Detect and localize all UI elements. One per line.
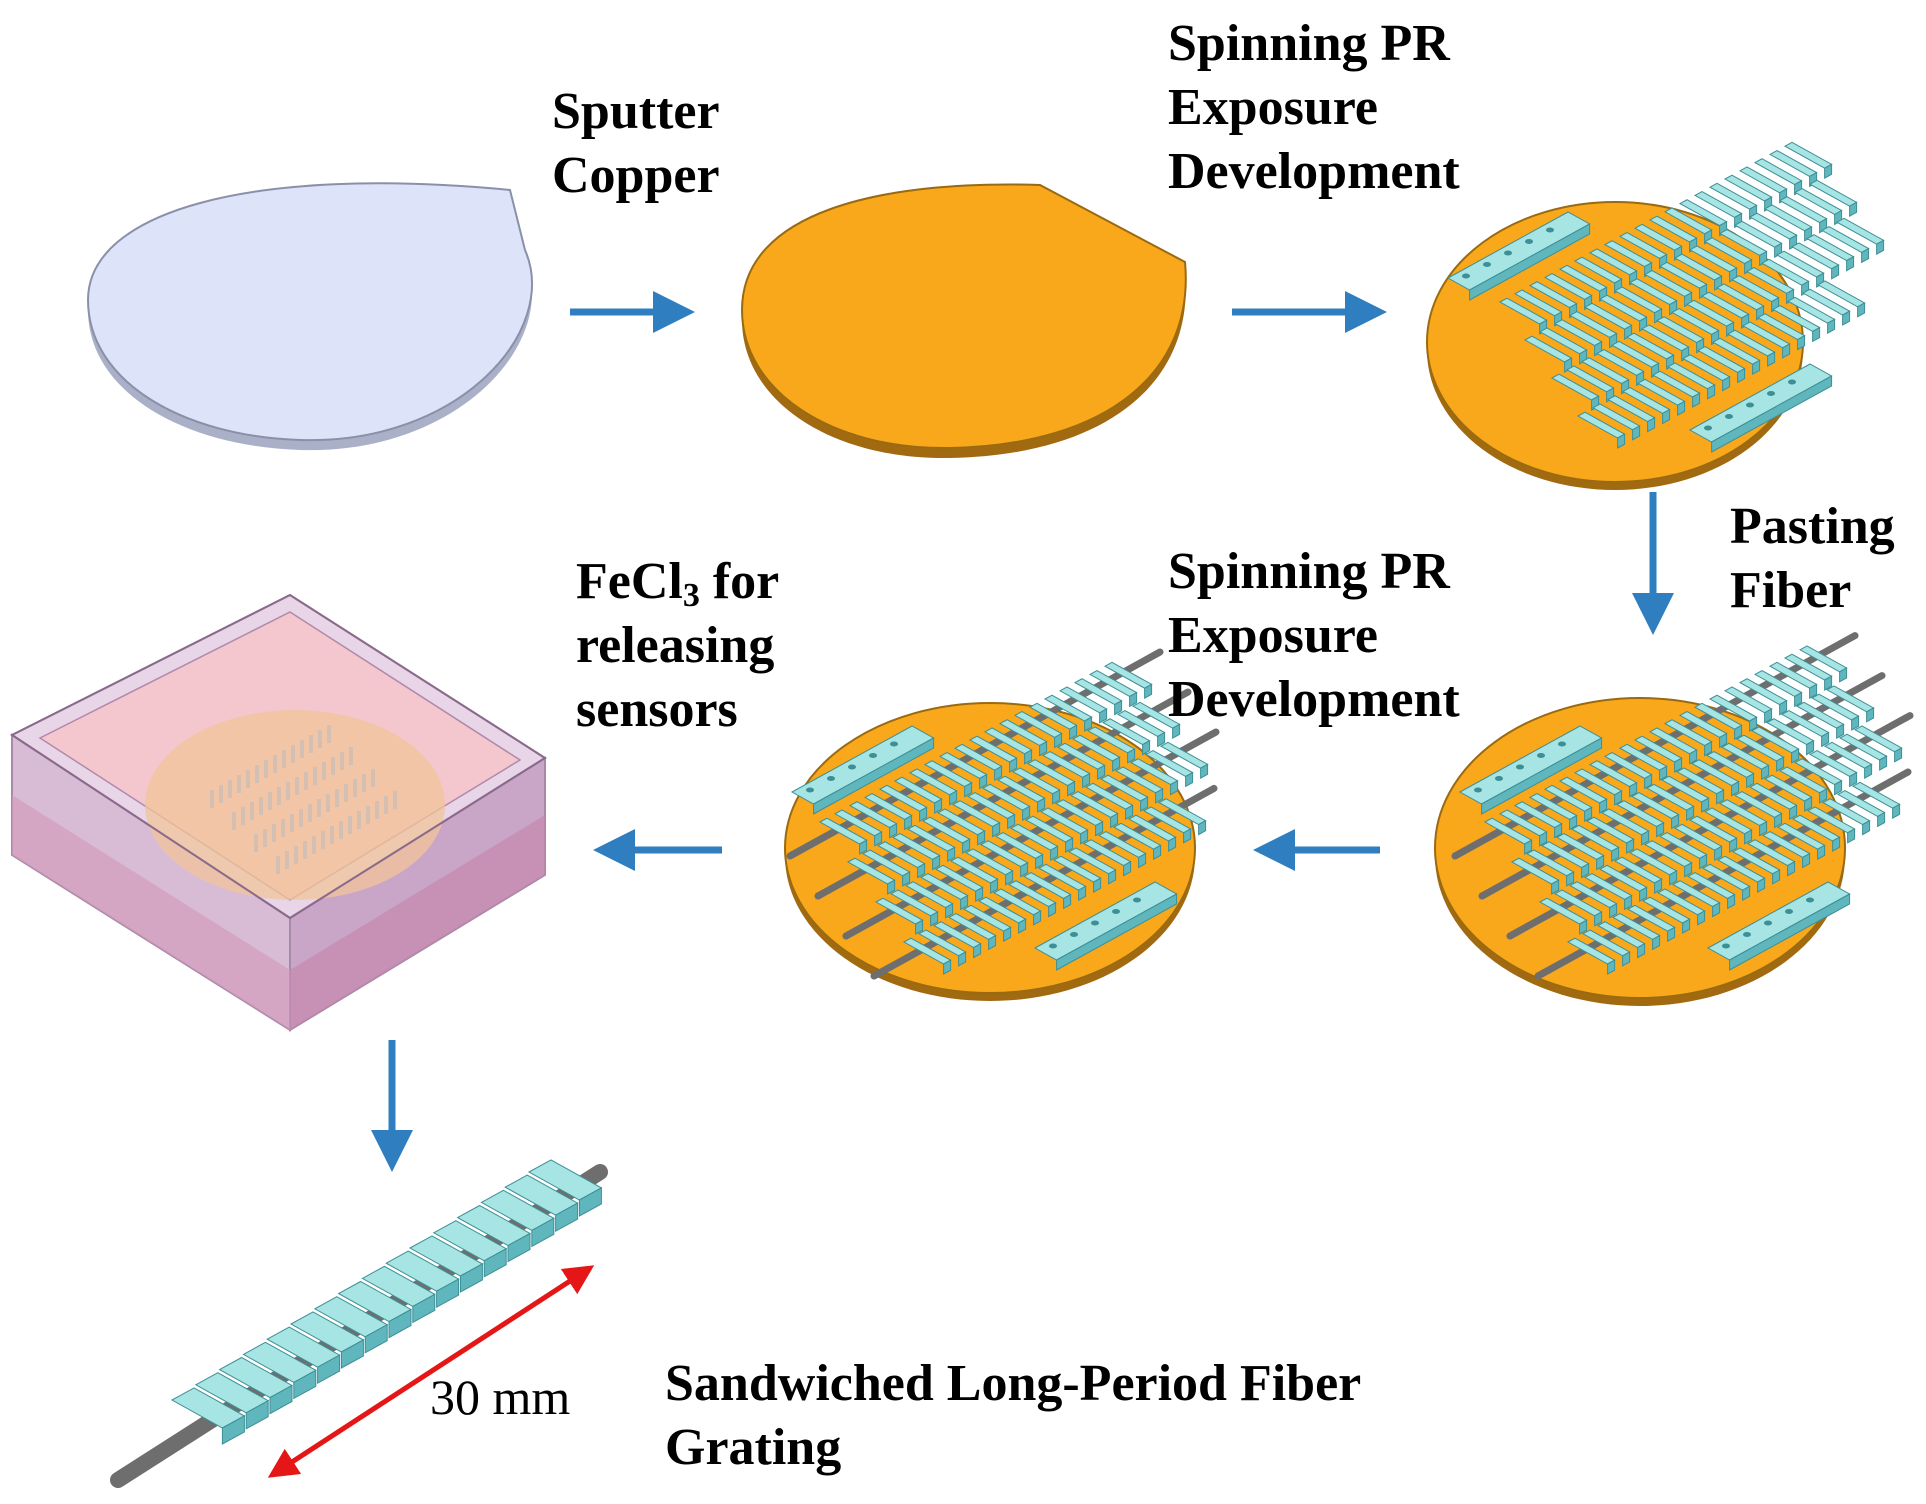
sandwiched-grating-row xyxy=(870,784,1218,980)
fiber-grating-row xyxy=(1451,632,1859,860)
resist-pad xyxy=(1458,725,1603,815)
fiber-pasted-wafer xyxy=(1434,632,1914,1006)
resist-pad xyxy=(790,725,935,815)
label-final-device: Sandwiched Long-Period Fiber Grating xyxy=(665,1355,1362,1476)
fiber-grating-row xyxy=(1478,672,1886,900)
grating-block xyxy=(170,1387,246,1445)
fiber-grating-row xyxy=(1534,768,1912,980)
sandwiched-photoresist-wafer xyxy=(784,648,1220,1001)
label-second-lithography: Spinning PR Exposure Development xyxy=(1168,543,1460,728)
label-pasting-fiber: Pasting Fiber xyxy=(1730,498,1895,619)
copper-coated-wafer xyxy=(740,183,1187,459)
patterned-photoresist-wafer xyxy=(1426,141,1885,490)
dimension-arrow xyxy=(267,1265,595,1478)
label-fecl3-release: FeCl3 for releasing sensors xyxy=(576,553,780,738)
grating-row xyxy=(1523,179,1858,373)
fecl3-etch-tank xyxy=(10,593,547,1032)
sandwiched-grating-row xyxy=(786,648,1164,860)
label-sputter-copper: Sputter Copper xyxy=(552,83,720,204)
grating-row xyxy=(1576,280,1866,449)
resist-pad xyxy=(1033,881,1178,971)
grating-block xyxy=(456,1204,532,1263)
label-first-lithography: Spinning PR Exposure Development xyxy=(1168,15,1460,200)
resist-pad xyxy=(1688,363,1833,453)
grating-block xyxy=(480,1189,555,1248)
resist-pad xyxy=(1706,881,1851,971)
grating-row xyxy=(1550,217,1885,411)
sandwiched-grating-row xyxy=(842,728,1220,940)
grating-block xyxy=(527,1159,603,1217)
grating-block xyxy=(504,1174,579,1233)
sandwiched-grating-row xyxy=(814,688,1192,900)
resist-pad xyxy=(1446,211,1591,301)
fiber-grating-row xyxy=(1506,712,1914,940)
sandwiched-lpfg-device xyxy=(110,1159,608,1488)
bare-silicon-wafer xyxy=(86,182,533,451)
dimension-label: 30 mm xyxy=(430,1369,571,1425)
